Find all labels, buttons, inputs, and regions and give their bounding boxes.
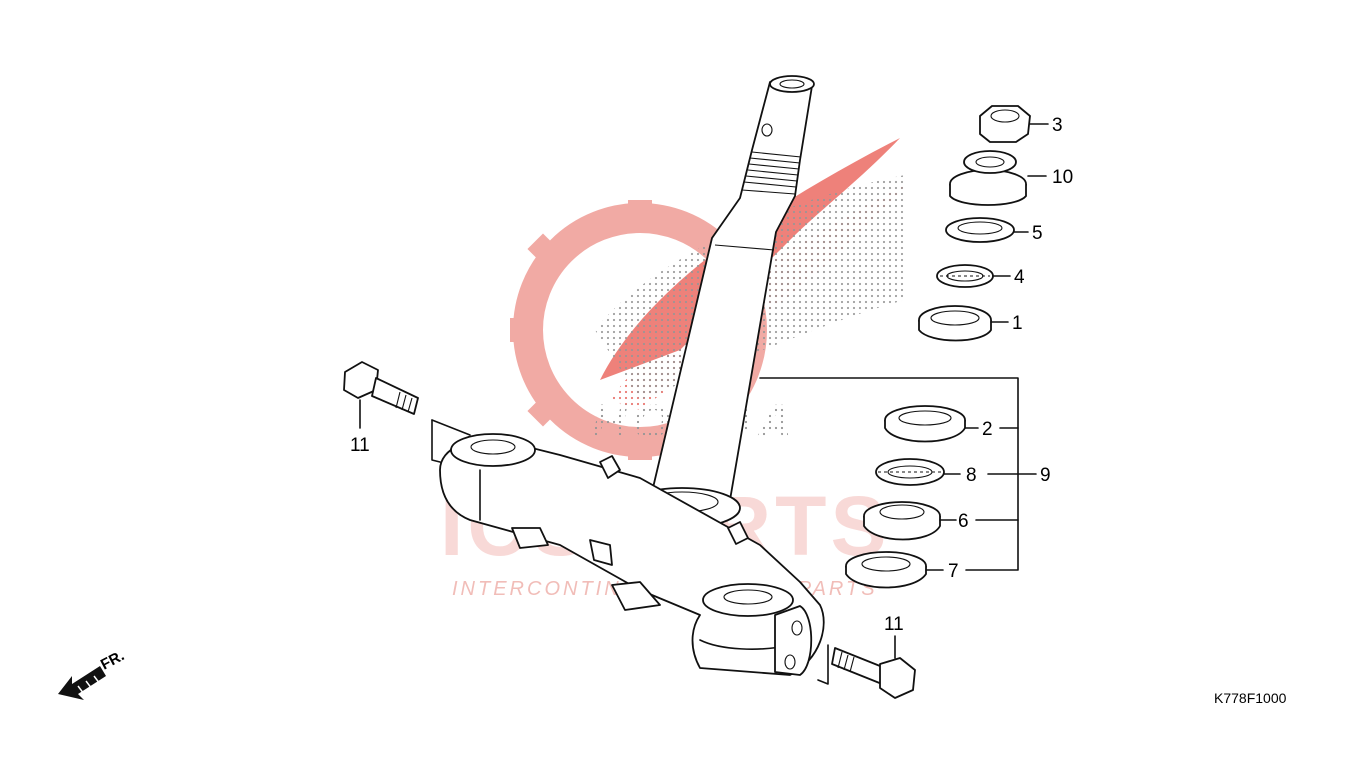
callout-5: 5 xyxy=(1032,223,1043,244)
callout-10: 10 xyxy=(1052,167,1073,188)
bottom-bridge xyxy=(439,433,825,676)
part-8-bearing xyxy=(875,458,961,486)
bolt-right xyxy=(817,644,916,699)
callout-3: 3 xyxy=(1052,115,1063,136)
callout-6: 6 xyxy=(958,511,969,532)
part-3-nut xyxy=(979,105,1049,143)
callout-7: 7 xyxy=(948,561,959,582)
part-6-race xyxy=(863,501,957,541)
part-10-lock-nut xyxy=(949,150,1047,206)
part-2-cup xyxy=(884,405,979,443)
callout-8: 8 xyxy=(966,465,977,486)
drawing-code: K778F1000 xyxy=(1214,690,1287,706)
part-7-seal xyxy=(845,551,944,589)
callout-9: 9 xyxy=(1040,465,1051,486)
callout-11-left: 11 xyxy=(350,435,370,456)
front-label: FR. xyxy=(98,647,127,673)
callout-11-right: 11 xyxy=(884,614,904,635)
callout-4: 4 xyxy=(1014,267,1025,288)
part-4-bearing xyxy=(936,264,1011,288)
callout-2: 2 xyxy=(982,419,993,440)
bracket-9 xyxy=(759,377,1037,571)
bolt-left xyxy=(343,361,471,463)
front-arrow-icon xyxy=(58,666,106,700)
part-1-cup xyxy=(918,305,1009,342)
part-5-race xyxy=(945,217,1029,243)
callout-1: 1 xyxy=(1012,313,1023,334)
